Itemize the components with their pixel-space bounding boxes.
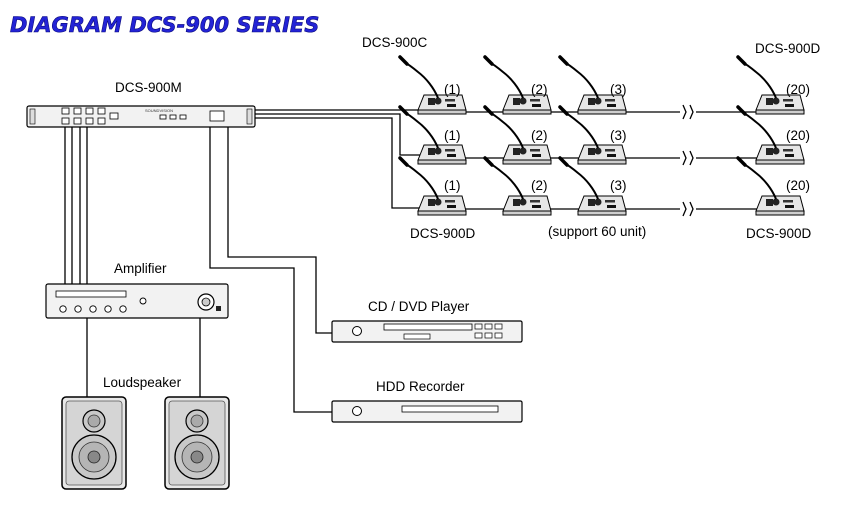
svg-text:(20): (20): [786, 128, 810, 143]
svg-text:(3): (3): [610, 178, 627, 193]
cd-dvd-player: [331, 320, 523, 343]
brand-label: SOUNDVISION: [145, 108, 173, 113]
svg-text:(1): (1): [444, 178, 461, 193]
label-loudspeaker: Loudspeaker: [103, 375, 182, 390]
svg-text:(20): (20): [786, 178, 810, 193]
svg-text:(1): (1): [444, 128, 461, 143]
label-dcs-900d-bottom-left: DCS-900D: [410, 226, 476, 241]
diagram-title: DIAGRAM DCS-900 SERIES: [10, 13, 319, 37]
amplifier: [45, 283, 229, 319]
svg-text:(20): (20): [786, 82, 810, 97]
unit-number-labels: (1) (2) (3) (20) (1) (2) (3) (20) (1) (2…: [444, 82, 810, 193]
label-dcs-900c: DCS-900C: [362, 35, 428, 50]
label-dcs-900d-bottom-right: DCS-900D: [746, 226, 812, 241]
svg-text:(2): (2): [531, 82, 548, 97]
svg-text:(2): (2): [531, 128, 548, 143]
loudspeaker-right: [164, 396, 230, 490]
svg-text:(3): (3): [610, 128, 627, 143]
label-support-60-unit: (support 60 unit): [548, 224, 646, 239]
svg-text:(3): (3): [610, 82, 627, 97]
connection-wires: [64, 100, 770, 413]
main-unit-dcs-900m: SOUNDVISION: [26, 105, 256, 128]
label-cd-dvd-player: CD / DVD Player: [368, 299, 470, 314]
label-dcs-900m: DCS-900M: [115, 80, 182, 95]
conference-units: [398, 55, 806, 217]
hdd-recorder: [331, 400, 523, 423]
label-amplifier: Amplifier: [114, 261, 167, 276]
label-dcs-900d-top: DCS-900D: [755, 41, 821, 56]
loudspeaker-left: [61, 396, 127, 490]
svg-text:(2): (2): [531, 178, 548, 193]
label-hdd-recorder: HDD Recorder: [376, 379, 465, 394]
svg-text:(1): (1): [444, 82, 461, 97]
